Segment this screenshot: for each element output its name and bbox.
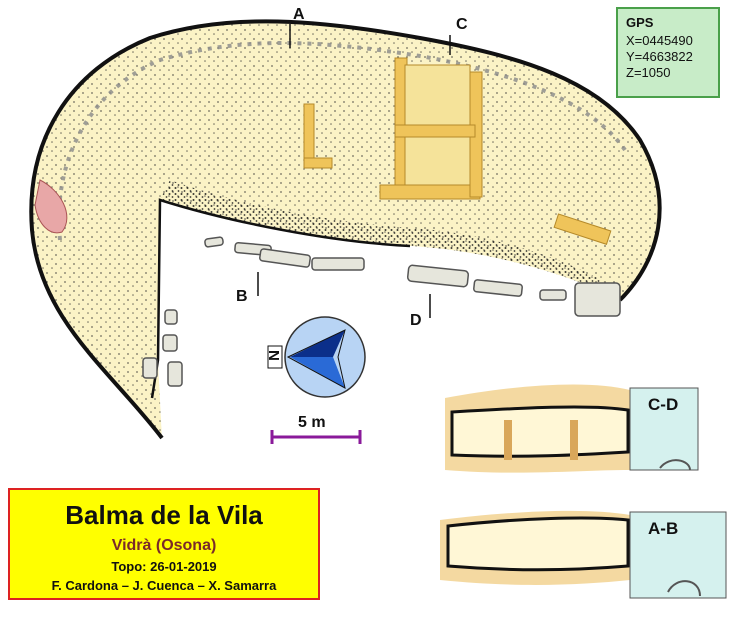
section-ab bbox=[440, 510, 727, 599]
scale-bar bbox=[270, 430, 362, 444]
gps-panel: GPS X=0445490 Y=4663822 Z=1050 bbox=[616, 7, 720, 98]
section-marker-b: B bbox=[236, 288, 248, 305]
dense-sediment-band bbox=[160, 180, 620, 300]
cave-name: Balma de la Vila bbox=[65, 500, 263, 530]
gps-title: GPS bbox=[626, 15, 654, 30]
gps-x: X=0445490 bbox=[626, 33, 693, 48]
gps-z: Z=1050 bbox=[626, 65, 671, 80]
scale-label: 5 m bbox=[298, 414, 326, 431]
section-cd bbox=[445, 384, 699, 473]
section-marker-d: D bbox=[410, 312, 422, 329]
authors: F. Cardona – J. Cuenca – X. Samarra bbox=[51, 578, 277, 593]
section-marker-a: A bbox=[293, 6, 305, 23]
section-title-cd: C-D bbox=[648, 395, 679, 414]
north-arrow bbox=[267, 316, 366, 398]
section-lines bbox=[257, 24, 451, 318]
location: Vidrà (Osona) bbox=[111, 537, 217, 554]
survey-date: Topo: 26-01-2019 bbox=[111, 559, 217, 574]
flowstone bbox=[34, 179, 68, 234]
gps-y: Y=4663822 bbox=[626, 49, 693, 64]
boulders bbox=[142, 236, 621, 387]
inner-wall-line bbox=[150, 198, 411, 399]
north-label: N bbox=[265, 350, 283, 361]
cave-wall-outline bbox=[29, 19, 662, 440]
ruin-walls bbox=[303, 57, 612, 245]
section-marker-c: C bbox=[456, 16, 468, 33]
title-block: Balma de la Vila Vidrà (Osona) Topo: 26-… bbox=[8, 488, 320, 600]
section-title-ab: A-B bbox=[648, 519, 679, 538]
